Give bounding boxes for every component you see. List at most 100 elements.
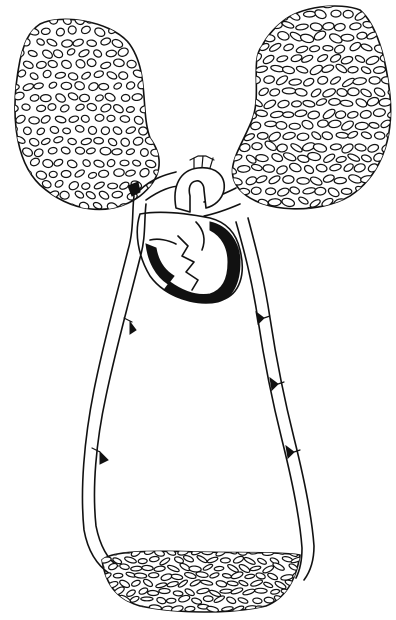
valve-2 [100, 452, 108, 464]
capillary-cell [258, 21, 271, 31]
capillary-cell [237, 597, 248, 605]
capillary-cell [387, 44, 396, 53]
capillary-cell [310, 22, 323, 32]
capillary-cell [349, 41, 362, 53]
capillary-cell [112, 103, 125, 114]
capillary-cell [341, 207, 354, 218]
capillary-cell [112, 214, 122, 223]
capillary-cell [322, 152, 336, 164]
capillary-cell [75, 147, 85, 155]
capillary-cell [317, 120, 328, 128]
capillary-cell [291, 100, 301, 107]
capillary-cell [62, 16, 72, 26]
capillary-cell [156, 596, 167, 604]
capillary-cell [152, 37, 162, 44]
capillary-cell [124, 556, 137, 565]
capillary-cell [348, 88, 360, 96]
capillary-cell [42, 159, 53, 169]
capillary-cell [343, 10, 353, 18]
capillary-cell [68, 115, 79, 124]
capillary-cell [55, 115, 67, 124]
capillary-cell [75, 124, 85, 133]
capillary-cell [33, 82, 44, 89]
capillary-cell [317, 53, 329, 63]
capillary-cell [328, 119, 341, 128]
capillary-cell [231, 44, 244, 52]
capillary-cell [238, 35, 251, 42]
capillary-cell [102, 589, 112, 598]
capillary-cell [28, 137, 40, 147]
capillary-cell [273, 594, 286, 604]
capillary-cell [145, 159, 157, 169]
capillary-cell [127, 60, 137, 68]
capillary-cell [217, 84, 232, 97]
capillary-cell [9, 214, 20, 222]
capillary-cell [157, 202, 169, 213]
capillary-cell [125, 14, 136, 25]
capillary-cell [7, 147, 19, 157]
capillary-cell [36, 61, 47, 70]
capillary-cell [7, 58, 17, 66]
capillary-cell [132, 159, 142, 167]
capillary-cell [54, 92, 67, 104]
capillary-cell [10, 38, 21, 47]
capillary-cell [237, 96, 252, 108]
capillary-cell [360, 0, 372, 8]
capillary-cell [36, 193, 47, 201]
capillary-cell [385, 196, 396, 207]
capillary-cell [303, 164, 315, 175]
capillary-cell [257, 133, 268, 140]
capillary-cell [211, 97, 223, 107]
capillary-cell [108, 562, 119, 571]
capillary-cell [120, 137, 131, 148]
capillary-cell [340, 119, 355, 132]
capillary-cell [336, 132, 349, 139]
capillary-cell [369, 122, 380, 130]
capillary-cell [329, 163, 342, 172]
capillary-cell [282, 88, 296, 94]
capillary-cell [244, 45, 257, 53]
capillary-cell [126, 106, 135, 113]
capillary-cell [262, 551, 274, 556]
capillary-cell [268, 174, 281, 185]
capillary-cell [14, 181, 27, 193]
capillary-cell [66, 48, 76, 57]
capillary-cell [263, 581, 273, 589]
capillary-cell [73, 215, 82, 224]
capillary-cell [78, 201, 90, 211]
capillary-cell [257, 557, 268, 565]
capillary-cell [367, 10, 381, 20]
capillary-cell [41, 95, 52, 102]
capillary-cell [294, 88, 307, 98]
capillary-cell [88, 81, 100, 92]
capillary-cell [274, 10, 289, 21]
capillary-cell [217, 133, 230, 139]
capillary-cell [140, 60, 151, 68]
capillary-cell [374, 132, 385, 140]
capillary-cell [15, 29, 25, 36]
capillary-cell [155, 582, 167, 589]
capillary-cell [355, 122, 368, 130]
capillary-cell [280, 604, 290, 610]
capillary-cell [283, 175, 294, 183]
capillary-cell [369, 77, 380, 84]
capillary-cell [159, 69, 170, 78]
capillary-cell [274, 546, 286, 555]
capillary-cell [60, 59, 72, 70]
capillary-cell [276, 121, 288, 130]
capillary-cell [300, 206, 314, 218]
capillary-cell [302, 187, 316, 195]
capillary-cell [322, 107, 337, 120]
capillary-cell [288, 162, 302, 174]
capillary-cell [62, 128, 71, 135]
capillary-cell [282, 65, 295, 74]
capillary-cell [184, 571, 197, 579]
capillary-cell [98, 190, 110, 201]
capillary-cell [231, 64, 245, 76]
capillary-cell [275, 164, 288, 175]
capillary-cell [4, 137, 13, 144]
capillary-cell [41, 137, 52, 146]
capillary-cell [72, 38, 84, 48]
capillary-cell [270, 589, 280, 595]
